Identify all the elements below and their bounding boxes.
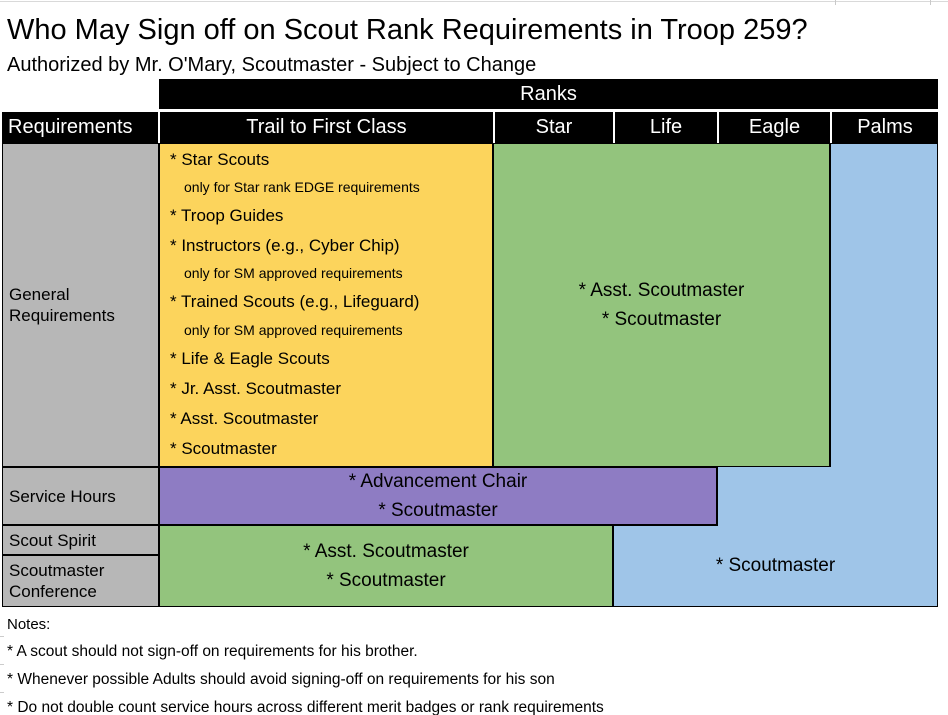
list-item: * Instructors (e.g., Cyber Chip) bbox=[170, 236, 400, 256]
blue-step-border bbox=[613, 525, 718, 526]
cell-eagle-palms-service-hours bbox=[717, 467, 938, 525]
scoutmaster-only-label: * Scoutmaster bbox=[715, 554, 836, 576]
left-grid-tick bbox=[0, 692, 4, 693]
list-item: * Jr. Asst. Scoutmaster bbox=[170, 378, 342, 398]
page-title: Who May Sign off on Scout Rank Requireme… bbox=[7, 14, 808, 46]
top-grid-tick bbox=[930, 0, 931, 5]
row-label-scout-spirit: Scout Spirit bbox=[2, 525, 159, 555]
list-item: * Troop Guides bbox=[170, 206, 284, 226]
row-label-service-hours: Service Hours bbox=[2, 467, 159, 525]
signoff-line: * Advancement Chair bbox=[348, 471, 528, 492]
signoff-line: * Scoutmaster bbox=[378, 500, 498, 521]
column-header-palms: Palms bbox=[832, 112, 938, 143]
signoff-line: * Asst. Scoutmaster bbox=[303, 541, 469, 562]
top-gridline bbox=[0, 1, 948, 2]
signoff-line: * Asst. Scoutmaster bbox=[578, 280, 745, 301]
signoff-line: * Scoutmaster bbox=[326, 570, 446, 591]
list-item-note: only for SM approved requirements bbox=[184, 265, 403, 282]
row-label-general-requirements: General Requirements bbox=[2, 143, 159, 467]
column-header-requirements: Requirements bbox=[2, 112, 158, 143]
cell-service-hours-signoff: * Advancement Chair * Scoutmaster bbox=[159, 467, 717, 525]
note-item: * A scout should not sign-off on require… bbox=[7, 643, 418, 660]
column-header-life: Life bbox=[615, 112, 717, 143]
cell-trail-to-first-class-general: * Star Scouts only for Star rank EDGE re… bbox=[159, 143, 493, 467]
left-grid-tick bbox=[0, 664, 4, 665]
cell-star-life-eagle-general: * Asst. Scoutmaster * Scoutmaster bbox=[493, 143, 830, 467]
list-item: * Scoutmaster bbox=[170, 438, 277, 458]
list-item: * Asst. Scoutmaster bbox=[170, 408, 319, 428]
page-subtitle: Authorized by Mr. O'Mary, Scoutmaster - … bbox=[7, 54, 537, 76]
cell-palms-general-requirements bbox=[830, 143, 938, 467]
top-grid-tick bbox=[835, 0, 836, 5]
cell-life-eagle-palms-spirit-conference: * Scoutmaster bbox=[613, 525, 938, 607]
list-item: * Trained Scouts (e.g., Lifeguard) bbox=[170, 292, 420, 312]
cell-spirit-conference-signoff: * Asst. Scoutmaster * Scoutmaster bbox=[159, 525, 613, 607]
list-item-note: only for Star rank EDGE requirements bbox=[184, 179, 420, 196]
list-item: * Star Scouts bbox=[170, 150, 270, 169]
list-item-note: only for SM approved requirements bbox=[184, 321, 403, 338]
ranks-banner: Ranks bbox=[159, 79, 938, 109]
notes-heading: Notes: bbox=[7, 616, 51, 633]
left-grid-tick bbox=[0, 636, 4, 637]
note-item: * Do not double count service hours acro… bbox=[7, 699, 604, 715]
column-header-eagle: Eagle bbox=[719, 112, 830, 143]
list-item: * Life & Eagle Scouts bbox=[170, 348, 330, 368]
column-header-trail-to-first-class: Trail to First Class bbox=[160, 112, 493, 143]
note-item: * Whenever possible Adults should avoid … bbox=[7, 671, 555, 688]
row-label-scoutmaster-conference: Scoutmaster Conference bbox=[2, 555, 159, 607]
column-header-star: Star bbox=[495, 112, 613, 143]
signoff-line: * Scoutmaster bbox=[601, 309, 722, 330]
